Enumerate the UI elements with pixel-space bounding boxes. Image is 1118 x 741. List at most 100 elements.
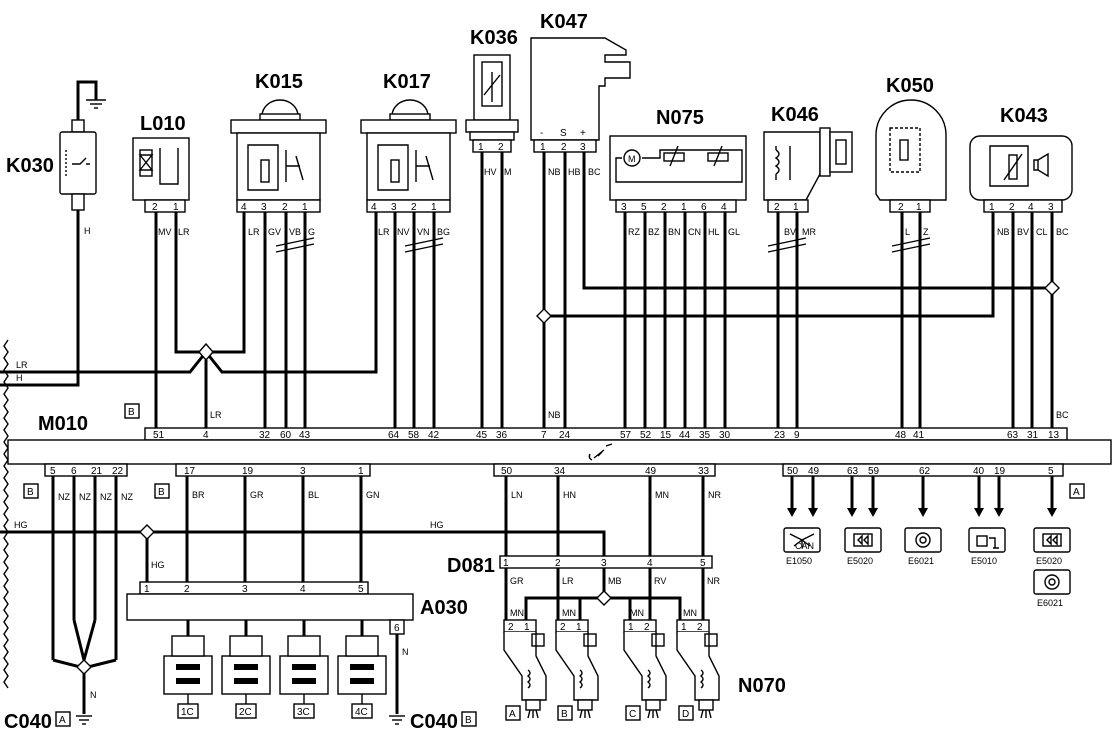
coil-label: 3C (297, 707, 310, 718)
m010-bottom-pin-right: 40 (973, 466, 985, 477)
m010-bottom-pin: 22 (112, 466, 124, 477)
m010-top-pin: 44 (679, 430, 691, 441)
c040-left-ref: A (59, 715, 66, 726)
k043-sensor: K043 1 2 4 3 NB BV CL BC (969, 105, 1073, 237)
d081-wire-ln: LN (511, 490, 523, 500)
injector-wire-mn: MN (683, 608, 697, 618)
injector-label: D (682, 709, 689, 720)
m010-ref-a-right: A (1073, 487, 1080, 498)
k047-pin-plus: + (580, 128, 586, 139)
k017-pin-2: 2 (411, 202, 417, 213)
k046-pin-2: 2 (774, 202, 780, 213)
ground-nz-1: NZ (58, 492, 70, 502)
n075-wire-hl: HL (708, 227, 720, 237)
k015-wire-gv: GV (268, 227, 281, 237)
d081-pin-5: 5 (700, 558, 706, 569)
ref-e6021-a: E6021 (908, 556, 934, 566)
m010-top-pin: 15 (660, 430, 672, 441)
m010-bottom-pin: 34 (554, 466, 566, 477)
a030-wire-gr: GR (250, 490, 264, 500)
m010-lr-label: LR (210, 410, 222, 420)
k050-wire-l: L (905, 227, 910, 237)
m010-ref-b-mid: B (158, 487, 165, 498)
c040-right-ref: B (465, 715, 472, 726)
m010-top-pin: 36 (496, 430, 508, 441)
k043-wire-nb: NB (997, 227, 1010, 237)
k047-wire-hb: HB (568, 167, 581, 177)
k043-pin-2: 2 (1009, 202, 1015, 213)
d081-pin-2: 2 (555, 558, 561, 569)
m010-top-pin: 57 (620, 430, 632, 441)
d081-pin-3: 3 (601, 558, 607, 569)
injector-pin-b: 2 (697, 622, 703, 633)
m010-top-pin: 41 (913, 430, 925, 441)
ignition-coil: 4C (337, 620, 387, 719)
n075-pin-4: 4 (721, 202, 727, 213)
k050-pin-1: 1 (916, 202, 922, 213)
l010-wire-lr: LR (178, 227, 190, 237)
n075-wire-bn: BN (668, 227, 681, 237)
d081-out-rv: RV (654, 576, 666, 586)
m010-top-pin: 51 (153, 430, 165, 441)
m010-top-pin: 30 (719, 430, 731, 441)
m010-top-pin: 45 (476, 430, 488, 441)
m010-bottom-pin-right: 62 (919, 466, 931, 477)
k017-pin-1: 1 (431, 202, 437, 213)
a030-ground-wire: N (402, 647, 409, 657)
m010-top-pin: 58 (408, 430, 420, 441)
n075-wire-cn: CN (688, 227, 701, 237)
k047-pin-1: 1 (540, 142, 546, 153)
coil-label: 4C (355, 707, 368, 718)
injector-label: B (561, 709, 568, 720)
k015-pin-1: 1 (302, 202, 308, 213)
m010-bottom-pin-right: 63 (847, 466, 859, 477)
d081-pin-1: 1 (503, 558, 509, 569)
m010-bottom-pin-right: 50 (787, 466, 799, 477)
injector-wire-mn: MN (562, 608, 576, 618)
k047-label: K047 (540, 11, 588, 33)
ref-e1050: E1050 (786, 556, 812, 566)
k047-pin-s: S (560, 128, 567, 139)
a030-pin-4: 4 (300, 584, 306, 595)
hg-label-right: HG (430, 520, 444, 530)
ground-left-wire-n: N (90, 690, 97, 700)
k043-wire-cl: CL (1036, 227, 1048, 237)
ignition-coil: 2C (221, 620, 271, 719)
l010-wire-mv: MV (158, 227, 172, 237)
k036-pin-1: 1 (478, 142, 484, 153)
k050-sensor: K050 2 1 L Z (875, 75, 947, 237)
d081-connector: LN HN MN NR D081 1 2 3 4 5 GR LR MB RV N… (447, 476, 786, 697)
m010-top-pin: 4 (203, 430, 209, 441)
injector-pin-a: 2 (508, 622, 514, 633)
k036-pin-2: 2 (498, 142, 504, 153)
k017-pin-3: 3 (391, 202, 397, 213)
m010-nb-label: NB (548, 410, 561, 420)
dashboard-gauge-icon (904, 527, 942, 553)
l010-component: L010 2 1 MV LR (132, 113, 190, 237)
k015-wire-g: G (308, 227, 315, 237)
m010-bottom-pin: 5 (50, 466, 56, 477)
k017-sensor: K017 4 3 2 1 LR NV VN BG (360, 71, 457, 237)
n075-pin-6: 6 (701, 202, 707, 213)
d081-wire-mn: MN (655, 490, 669, 500)
k015-sensor: K015 4 3 2 1 LR GV VB G (230, 71, 327, 237)
k030-label: K030 (6, 155, 54, 177)
d081-label: D081 (447, 555, 495, 577)
k043-label: K043 (1000, 105, 1048, 127)
m010-bottom-pin-right: 59 (868, 466, 880, 477)
n075-wire-rz: RZ (628, 227, 640, 237)
m010-top-pin: 23 (774, 430, 786, 441)
hg-label-left: HG (14, 520, 28, 530)
n075-pin-1: 1 (681, 202, 687, 213)
ground-left-group: NZ NZ NZ NZ N C040 A (4, 476, 133, 733)
a030-pin-2: 2 (184, 584, 190, 595)
k046-wire-mr: MR (802, 227, 816, 237)
injector-label: A (509, 709, 516, 720)
k030-switch: K030 H (6, 119, 97, 236)
